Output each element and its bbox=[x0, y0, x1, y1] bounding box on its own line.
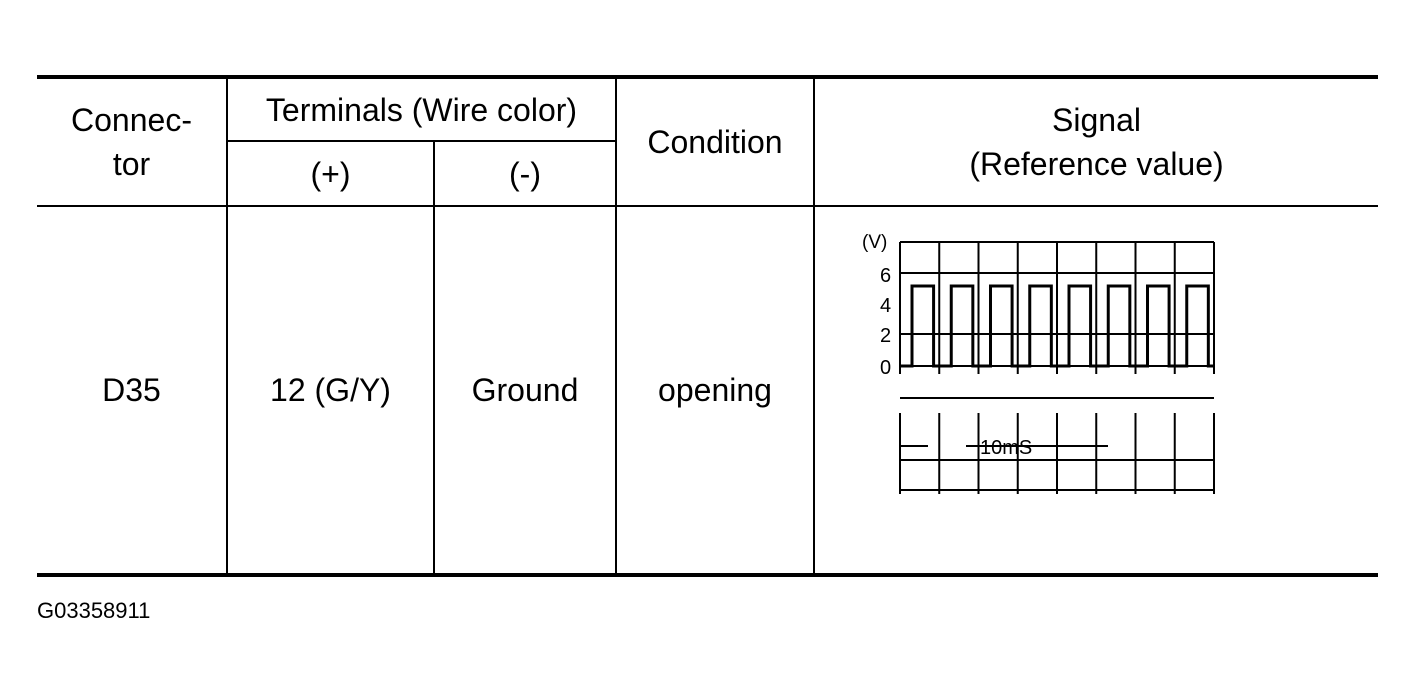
cell-connector: D35 bbox=[102, 372, 161, 408]
signal-oscilloscope: (V) 6 4 2 0 10mS bbox=[858, 228, 1228, 508]
header-connector-line2: tor bbox=[112, 146, 151, 182]
y-tick-2: 2 bbox=[880, 325, 891, 347]
y-unit-label: (V) bbox=[862, 232, 887, 253]
y-tick-0: 0 bbox=[880, 357, 891, 379]
cell-plus-terminal: 12 (G/Y) bbox=[270, 372, 391, 408]
y-tick-6: 6 bbox=[880, 265, 891, 287]
figure-id: G03358911 bbox=[37, 598, 151, 623]
header-condition: Condition bbox=[647, 124, 783, 160]
col-sep-4 bbox=[813, 79, 815, 573]
col-sep-1 bbox=[226, 79, 228, 573]
header-terminals: Terminals (Wire color) bbox=[265, 91, 578, 128]
header-minus: (-) bbox=[509, 155, 541, 192]
header-signal: Signal (Reference value) bbox=[815, 79, 1378, 205]
cell-minus-terminal: Ground bbox=[471, 372, 579, 408]
header-plus: (+) bbox=[310, 155, 351, 192]
square-wave-trace bbox=[900, 284, 1214, 368]
header-connector-line1: Connec- bbox=[71, 102, 192, 138]
header-bottom-rule bbox=[37, 205, 1378, 207]
table-bottom-rule bbox=[37, 573, 1378, 577]
col-sep-3 bbox=[615, 79, 617, 573]
time-scale-label: 10mS bbox=[980, 437, 1032, 459]
header-signal-line1: Signal bbox=[1052, 102, 1141, 138]
cell-condition: opening bbox=[658, 372, 772, 408]
terminals-subheader-rule bbox=[228, 140, 616, 142]
y-tick-4: 4 bbox=[880, 295, 891, 317]
header-signal-line2: (Reference value) bbox=[969, 146, 1224, 182]
header-connector: Connec- tor bbox=[37, 79, 226, 205]
table-top-rule bbox=[37, 75, 1378, 79]
col-sep-2 bbox=[433, 141, 435, 573]
